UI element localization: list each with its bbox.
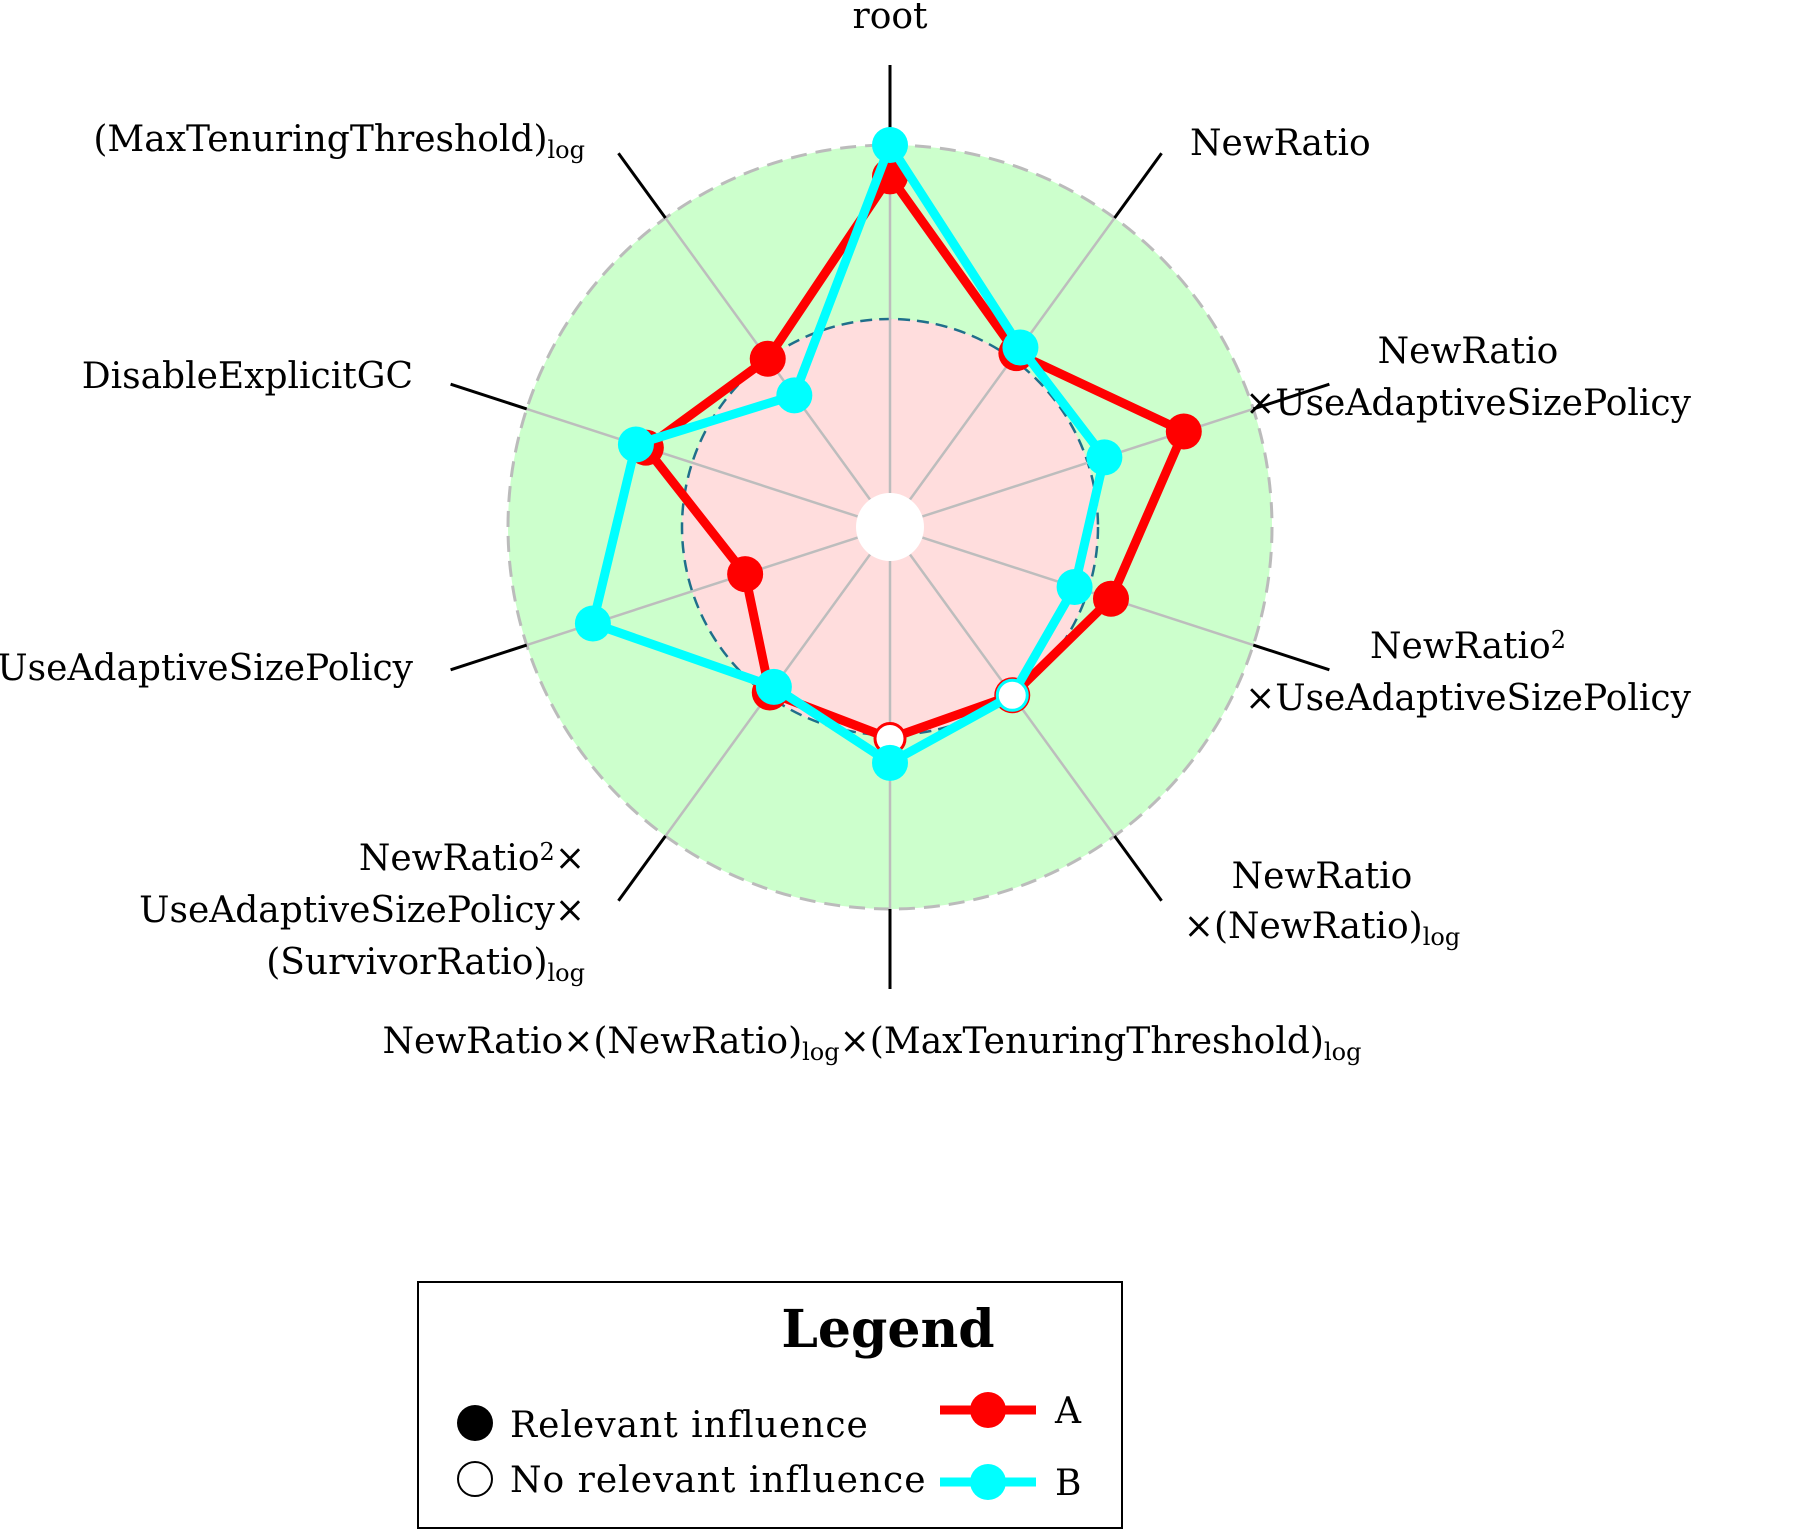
axis-tick	[617, 835, 667, 902]
outer-ring	[506, 143, 1274, 911]
legend-relevant-label: Relevant influence	[510, 1405, 869, 1446]
legend-label-B: B	[1055, 1463, 1082, 1504]
legend-not-relevant-label: No relevant influence	[510, 1460, 927, 1501]
data-point	[727, 556, 764, 593]
data-point	[1086, 439, 1123, 476]
axis-tick	[450, 643, 528, 672]
axis-tick	[1113, 835, 1163, 902]
axis-spoke	[526, 407, 859, 518]
legend-filled-marker	[457, 1405, 493, 1441]
data-point	[755, 668, 792, 705]
legend-title: Legend	[781, 1299, 994, 1360]
data-point	[1165, 413, 1202, 450]
axis-label-7: UseAdaptiveSizePolicy	[0, 648, 414, 689]
data-point-empty	[995, 678, 1029, 712]
legend: Legend Relevant influence No relevant in…	[417, 1281, 1123, 1529]
series-B	[574, 127, 1123, 781]
axis-tick	[450, 382, 528, 411]
axis-label-9: (MaxTenuringThreshold)log	[93, 119, 585, 164]
center-hole	[856, 493, 924, 561]
axis-label-1: NewRatio	[1190, 123, 1371, 164]
axis-label-3: NewRatio2×UseAdaptiveSizePolicy	[1245, 626, 1692, 719]
data-point	[617, 426, 654, 463]
axis-tick	[1113, 152, 1163, 219]
axis-tick	[617, 152, 667, 219]
data-point	[1056, 568, 1093, 605]
legend-marker-B	[970, 1464, 1006, 1500]
axis-label-5: NewRatio×(NewRatio)log×(MaxTenuringThres…	[383, 1021, 1362, 1066]
data-point	[749, 340, 786, 377]
data-point	[574, 605, 611, 642]
axis-label-0: root	[852, 0, 928, 37]
data-point	[872, 744, 908, 781]
radar-series	[574, 127, 1202, 781]
legend-marker-A	[970, 1392, 1006, 1428]
axis-label-6: NewRatio2×UseAdaptiveSizePolicy×(Survivo…	[139, 838, 585, 987]
legend-label-A: A	[1054, 1391, 1082, 1432]
data-point	[1002, 329, 1039, 366]
axis-label-2: NewRatio×UseAdaptiveSizePolicy	[1245, 331, 1692, 424]
data-point	[872, 127, 908, 163]
axis-tick	[1252, 382, 1330, 411]
data-point	[776, 377, 813, 414]
axis-label-4: NewRatio×(NewRatio)log	[1184, 856, 1460, 951]
axis-labels: rootNewRatioNewRatio×UseAdaptiveSizePoli…	[0, 0, 1692, 1066]
axis-label-8: DisableExplicitGC	[82, 356, 413, 397]
axis-tick	[1252, 643, 1330, 672]
data-point	[1092, 580, 1129, 617]
legend-empty-marker	[457, 1461, 493, 1497]
